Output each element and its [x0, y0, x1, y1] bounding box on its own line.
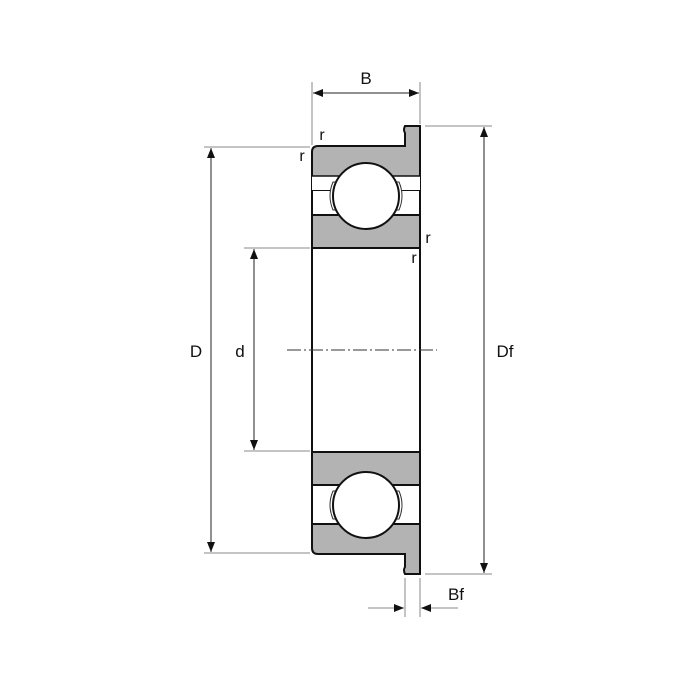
label-Df: Df: [497, 342, 514, 361]
label-r-inner-side: r: [425, 230, 431, 247]
label-r-outer-top: r: [319, 127, 325, 144]
bearing-body: [311, 125, 421, 575]
extension-lines: [204, 82, 492, 617]
label-r-inner-bottom: r: [411, 250, 417, 267]
label-d: d: [235, 342, 244, 361]
label-Bf: Bf: [448, 585, 464, 604]
label-D: D: [190, 342, 202, 361]
ball-bottom: [332, 471, 400, 539]
label-r-outer-side: r: [299, 148, 305, 165]
ball-top: [332, 162, 400, 230]
outer-ring-bottom: [311, 523, 421, 575]
outer-ring-top: [311, 125, 421, 191]
label-B: B: [360, 69, 371, 88]
